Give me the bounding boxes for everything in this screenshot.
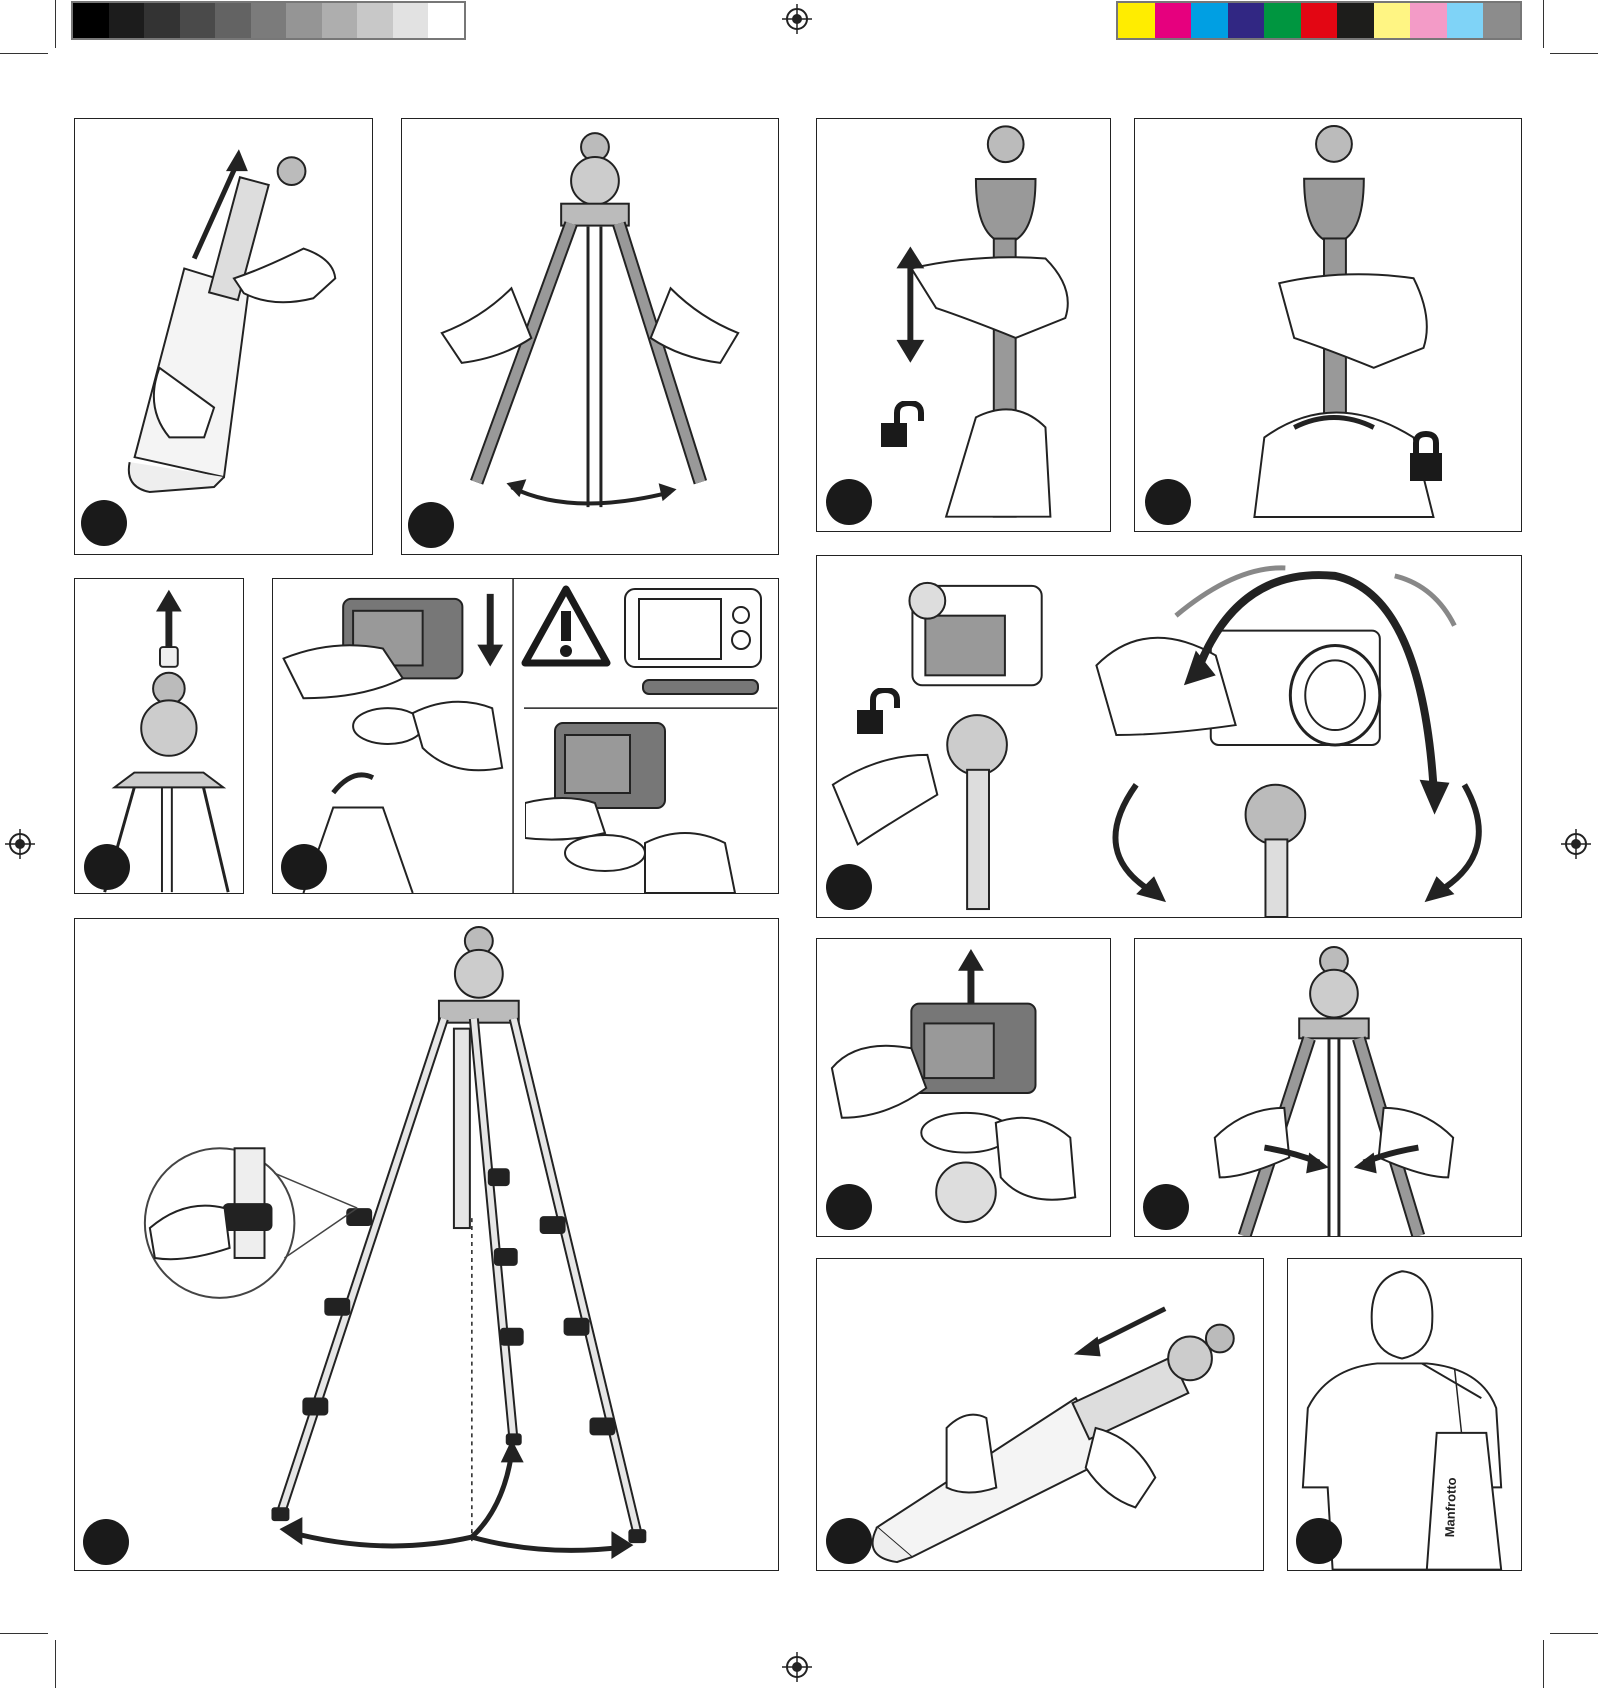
- step-panel-remove-from-bag: [74, 118, 373, 555]
- step-number-badge: [1143, 1184, 1189, 1230]
- step-number-badge: [1145, 479, 1191, 525]
- gray-swatch: [215, 3, 251, 38]
- color-swatch: [1374, 3, 1411, 38]
- unlock-icon: [879, 401, 929, 451]
- color-swatch: [1155, 3, 1192, 38]
- crop-mark: [1543, 0, 1544, 48]
- step-number-badge: [826, 1184, 872, 1230]
- lock-icon: [1408, 431, 1444, 483]
- camera-bottom-plate-illustration: [613, 585, 773, 705]
- crop-mark: [55, 1640, 56, 1688]
- step-panel-extend-legs: [74, 918, 779, 1571]
- crop-mark: [1550, 53, 1598, 54]
- color-swatch: [1410, 3, 1447, 38]
- step-panel-remove-camera: [816, 938, 1111, 1237]
- color-swatch: [1228, 3, 1265, 38]
- step-panel-fold-legs: [1134, 938, 1522, 1237]
- step-panel-adjust-ballhead: [816, 555, 1522, 918]
- color-swatch: [1483, 3, 1520, 38]
- crop-mark: [1543, 1640, 1544, 1688]
- step-panel-unfold-legs: [401, 118, 779, 555]
- gray-swatch: [180, 3, 216, 38]
- registration-mark-top: [782, 4, 812, 34]
- step-number-badge: [83, 1519, 129, 1565]
- gray-swatch: [322, 3, 358, 38]
- camera-mount-detail-illustration: [525, 713, 775, 893]
- registration-mark-right: [1561, 829, 1591, 859]
- gray-swatch: [73, 3, 109, 38]
- registration-mark-left: [5, 829, 35, 859]
- tripod-legs-spread-illustration: [402, 119, 778, 554]
- color-swatch: [1337, 3, 1374, 38]
- gray-swatch: [357, 3, 393, 38]
- color-swatch: [1447, 3, 1484, 38]
- gray-swatch: [144, 3, 180, 38]
- step-number-badge: [281, 844, 327, 890]
- color-swatch: [1118, 3, 1155, 38]
- warning-icon: [521, 585, 611, 667]
- registration-mark-bottom: [782, 1652, 812, 1682]
- color-calibration-strip: [1116, 1, 1522, 40]
- crop-mark: [1550, 1633, 1598, 1634]
- step-number-badge: [1296, 1518, 1342, 1564]
- color-swatch: [1264, 3, 1301, 38]
- crop-mark: [0, 53, 48, 54]
- step-number-badge: [408, 502, 454, 548]
- gray-calibration-strip: [71, 1, 466, 40]
- tripod-insert-bag-illustration: [817, 1259, 1263, 1570]
- tripod-extended-illustration: [75, 919, 778, 1570]
- crop-mark: [55, 0, 56, 48]
- gray-swatch: [109, 3, 145, 38]
- gray-swatch: [428, 3, 464, 38]
- step-panel-carry-bag: Manfrotto: [1287, 1258, 1522, 1571]
- ballhead-adjust-illustration: [817, 556, 1521, 917]
- gray-swatch: [393, 3, 429, 38]
- column-unlock-illustration: [817, 119, 1110, 531]
- tripod-fold-illustration: [1135, 939, 1521, 1236]
- tripod-pull-from-bag-illustration: [75, 119, 372, 554]
- crop-mark: [0, 1633, 48, 1634]
- gray-swatch: [286, 3, 322, 38]
- unlock-icon: [855, 688, 905, 738]
- step-number-badge: [826, 1518, 872, 1564]
- color-swatch: [1191, 3, 1228, 38]
- step-number-badge: [81, 500, 127, 546]
- brand-logo-text: Manfrotto: [1442, 1477, 1459, 1537]
- step-panel-attach-camera: [272, 578, 779, 894]
- step-panel-unlock-column: [816, 118, 1111, 532]
- color-swatch: [1301, 3, 1338, 38]
- step-panel-insert-into-bag: [816, 1258, 1264, 1571]
- step-number-badge: [826, 864, 872, 910]
- step-panel-lock-column: [1134, 118, 1522, 532]
- step-number-badge: [84, 844, 130, 890]
- gray-swatch: [251, 3, 287, 38]
- step-panel-remove-cap: [74, 578, 244, 894]
- step-number-badge: [826, 479, 872, 525]
- column-lock-illustration: [1135, 119, 1521, 531]
